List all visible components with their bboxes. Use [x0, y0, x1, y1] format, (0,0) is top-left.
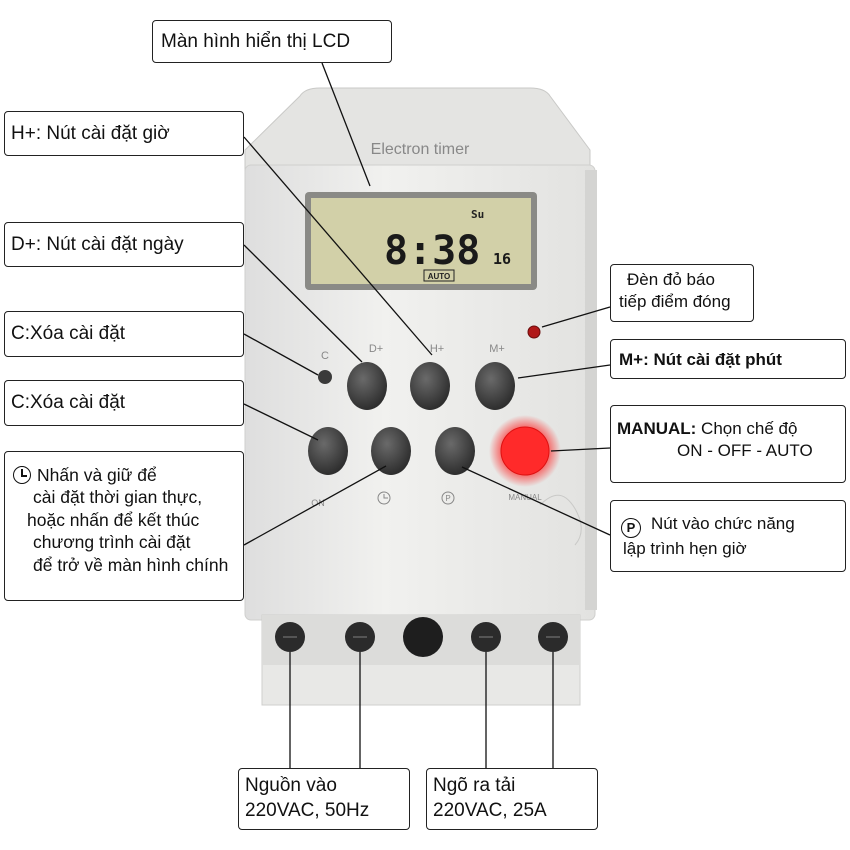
callout-program-row1: P Nút vào chức năng: [621, 513, 835, 538]
callout-red-led: Đèn đỏ báo tiếp điểm đóng: [610, 264, 754, 322]
callout-load-out: Ngõ ra tải 220VAC, 25A: [426, 768, 598, 830]
callout-clock-line3: hoặc nhấn để kết thúc: [27, 509, 200, 530]
lcd-screen: [311, 198, 531, 284]
callout-clock-line2: cài đặt thời gian thực,: [33, 487, 203, 508]
callout-d-plus-text: D+: Nút cài đặt ngày: [11, 234, 184, 255]
clock-button[interactable]: [371, 427, 411, 475]
callout-clock-line5: để trở về màn hình chính: [33, 554, 229, 575]
lcd-mode: AUTO: [428, 272, 451, 281]
clock-icon: [377, 491, 391, 505]
label-on-off: ON: [311, 498, 325, 508]
d-plus-button[interactable]: [347, 362, 387, 410]
lcd-time: 8:38: [384, 228, 480, 274]
callout-manual-line2: ON - OFF - AUTO: [677, 441, 813, 461]
hand-icon: [539, 494, 582, 546]
label-h-plus: H+: [430, 343, 444, 355]
program-p-icon: P: [621, 517, 641, 538]
m-plus-button[interactable]: [475, 362, 515, 410]
leader-clear-1: [243, 333, 319, 376]
callout-clear-1-text: C:Xóa cài đặt: [11, 323, 126, 344]
leader-lcd: [321, 62, 371, 187]
callout-red-led-line1: Đèn đỏ báo: [627, 270, 715, 289]
on-off-button[interactable]: [308, 427, 348, 475]
callout-clock-line4: chương trình cài đặt: [33, 532, 191, 553]
terminal-center: [403, 617, 443, 657]
callout-m-plus-text: M+: Nút cài đặt phút: [619, 350, 782, 369]
red-led: [527, 325, 541, 339]
program-icon-letter: P: [445, 494, 450, 503]
c-reset-hole: [318, 370, 332, 384]
lcd-mode-box: [423, 269, 455, 282]
callout-program-line1: Nút vào chức năng: [651, 514, 795, 533]
label-m-plus: M+: [489, 343, 505, 355]
label-d-plus: D+: [369, 343, 383, 355]
callout-power-in-line2: 220VAC, 50Hz: [245, 799, 370, 821]
callout-power-in: Nguồn vào 220VAC, 50Hz: [238, 768, 410, 830]
callout-lcd-text: Màn hình hiển thị LCD: [161, 31, 351, 52]
callout-manual: MANUAL: Chọn chế độ ON - OFF - AUTO: [610, 405, 846, 483]
callout-manual-label: MANUAL:: [617, 419, 697, 438]
callout-red-led-line2: tiếp điểm đóng: [619, 292, 731, 312]
leader-red-led: [541, 306, 611, 328]
leader-program: [461, 466, 611, 536]
clock-icon-hands: [383, 494, 388, 499]
callout-load-out-line1: Ngõ ra tải: [433, 775, 516, 796]
callout-manual-line1: Chọn chế độ: [696, 419, 798, 438]
program-icon: [441, 491, 455, 505]
callout-manual-row1: MANUAL: Chọn chế độ: [617, 418, 839, 440]
device-top-cap: [244, 87, 591, 173]
callout-h-plus: H+: Nút cài đặt giờ: [4, 111, 244, 156]
label-manual: MANUAL: [508, 493, 542, 502]
brand-text: Electron timer: [371, 141, 470, 158]
h-plus-button[interactable]: [410, 362, 450, 410]
callout-clear-1: C:Xóa cài đặt: [4, 311, 244, 357]
device-right-edge: [585, 170, 597, 610]
clock-icon: [13, 466, 31, 484]
callout-clear-2: C:Xóa cài đặt: [4, 380, 244, 426]
manual-button[interactable]: [500, 426, 550, 476]
lcd-seconds: 16: [493, 250, 511, 268]
callout-d-plus: D+: Nút cài đặt ngày: [4, 222, 244, 267]
callout-lcd: Màn hình hiển thị LCD: [152, 20, 392, 63]
leader-clock: [243, 465, 387, 546]
callout-clock-line1: Nhấn và giữ để: [37, 465, 157, 485]
leader-manual: [550, 447, 611, 452]
leader-h-plus: [243, 136, 433, 356]
callout-h-plus-text: H+: Nút cài đặt giờ: [11, 123, 170, 144]
leader-d-plus: [243, 244, 363, 363]
callout-m-plus: M+: Nút cài đặt phút: [610, 339, 846, 379]
program-button[interactable]: [435, 427, 475, 475]
callout-power-in-line1: Nguồn vào: [245, 775, 337, 796]
callout-clock-button: Nhấn và giữ để cài đặt thời gian thực, h…: [4, 451, 244, 601]
label-c: C: [321, 350, 329, 362]
leader-m-plus: [517, 364, 611, 379]
callout-clock-row1: Nhấn và giữ để: [13, 464, 237, 486]
callout-load-out-line2: 220VAC, 25A: [433, 799, 547, 821]
lcd-day: Su: [471, 208, 484, 221]
callout-program-line2: lập trình hẹn giờ: [623, 538, 747, 558]
callout-clear-2-text: C:Xóa cài đặt: [11, 392, 126, 413]
leader-clear-2: [243, 403, 319, 441]
callout-program-button: P Nút vào chức năng lập trình hẹn giờ: [610, 500, 846, 572]
